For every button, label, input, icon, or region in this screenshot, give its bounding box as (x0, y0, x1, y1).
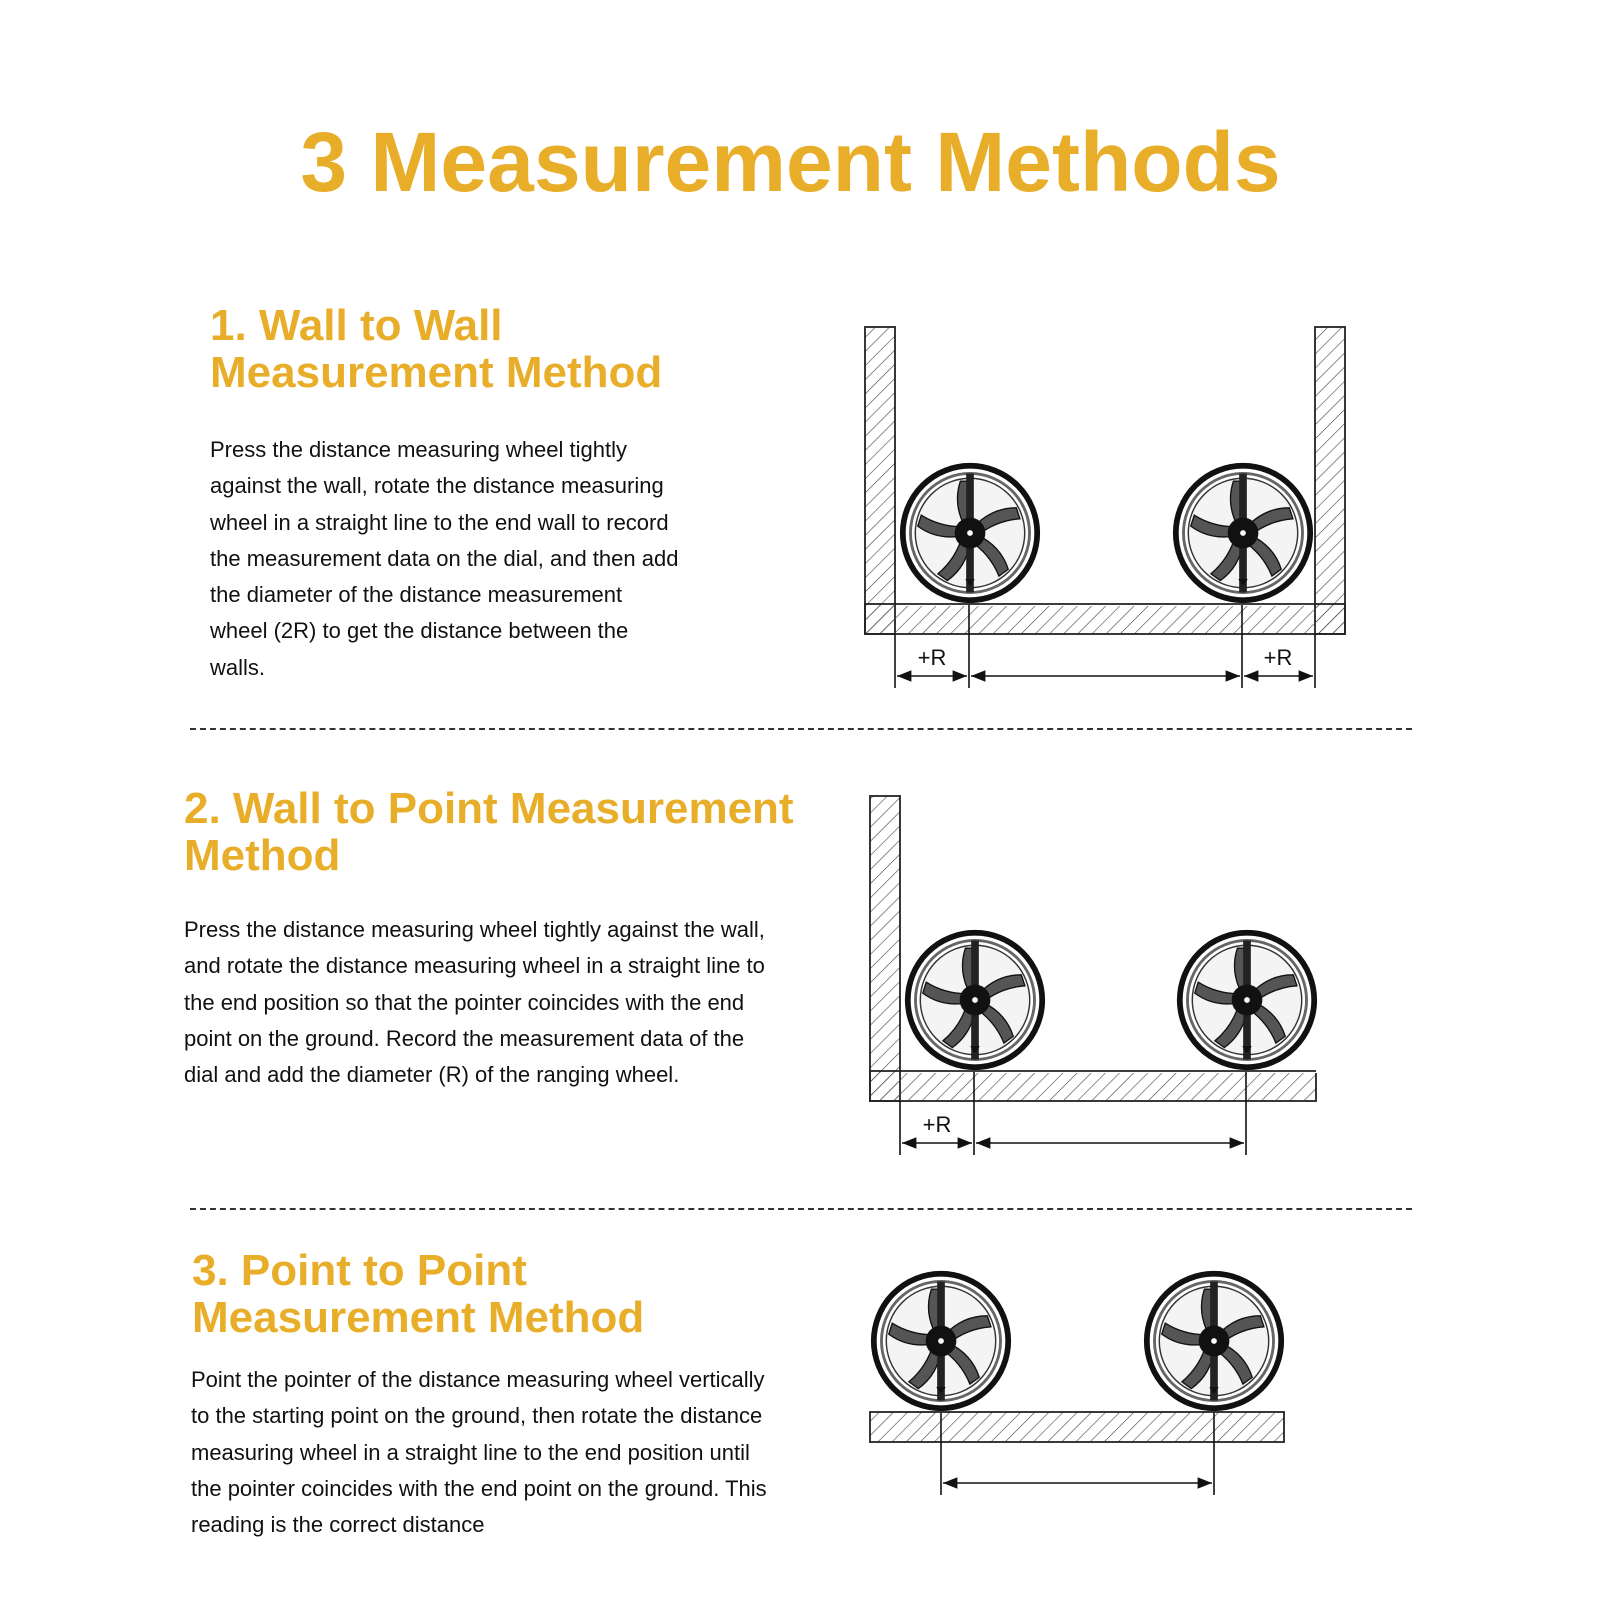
body-line: walls. (210, 654, 266, 680)
body-line: the diameter of the distance measurement (210, 582, 623, 608)
section-3-heading: 3. Point to Point Measurement Method (192, 1247, 644, 1341)
wheel-right (1147, 1274, 1281, 1408)
body-line: the pointer coincides with the end point… (191, 1475, 767, 1501)
right-wall (1314, 326, 1346, 635)
body-line: against the wall, rotate the distance me… (210, 473, 664, 499)
body-line: to the starting point on the ground, the… (191, 1403, 763, 1429)
body-line: wheel in a straight line to the end wall… (210, 509, 669, 535)
body-line: Press the distance measuring wheel tight… (210, 437, 627, 462)
section-1-body: Press the distance measuring wheel tight… (210, 432, 678, 686)
wheel-right (1176, 466, 1310, 600)
left-wall (864, 326, 896, 635)
section-1-heading-line: 1. Wall to Wall (210, 301, 503, 350)
ground (864, 603, 1346, 635)
left-wall (869, 795, 901, 1102)
body-line: measuring wheel in a straight line to th… (191, 1439, 750, 1465)
section-3-body: Point the pointer of the distance measur… (191, 1362, 767, 1543)
wheel-left (908, 933, 1042, 1067)
body-line: the end position so that the pointer coi… (184, 989, 745, 1015)
section-1-heading-line: Measurement Method (210, 348, 663, 397)
wheel-right (1180, 933, 1314, 1067)
dimension-label: +R (918, 645, 947, 670)
figure-2: +R (869, 795, 1319, 1155)
body-line: Press the distance measuring wheel tight… (184, 917, 765, 942)
figure-1: +R +R (864, 326, 1346, 688)
section-2-heading-line: Method (184, 831, 341, 880)
page-title: 3 Measurement Methods (300, 115, 1281, 209)
section-1-heading: 1. Wall to Wall Measurement Method (210, 302, 662, 396)
dimension-label: +R (1264, 645, 1293, 670)
ground (869, 1411, 1285, 1443)
body-line: Point the pointer of the distance measur… (191, 1367, 765, 1392)
wheel-left (874, 1274, 1008, 1408)
section-2-body: Press the distance measuring wheel tight… (184, 912, 765, 1093)
section-divider (190, 1208, 1412, 1210)
section-3-heading-line: 3. Point to Point (192, 1246, 527, 1295)
ground (869, 1070, 1317, 1102)
body-line: reading is the correct distance (191, 1512, 485, 1538)
section-divider (190, 728, 1412, 730)
section-2-heading-line: 2. Wall to Point Measurement (184, 784, 794, 833)
body-line: point on the ground. Record the measurem… (184, 1025, 745, 1051)
section-2-heading: 2. Wall to Point Measurement Method (184, 785, 794, 879)
body-line: wheel (2R) to get the distance between t… (210, 618, 629, 644)
body-line: the measurement data on the dial, and th… (210, 545, 679, 571)
wheel-left (903, 466, 1037, 600)
section-3-heading-line: Measurement Method (192, 1293, 645, 1342)
dimension-label: +R (923, 1112, 952, 1137)
body-line: and rotate the distance measuring wheel … (184, 953, 765, 979)
figure-3 (869, 1274, 1285, 1495)
body-line: dial and add the diameter (R) of the ran… (184, 1062, 680, 1088)
